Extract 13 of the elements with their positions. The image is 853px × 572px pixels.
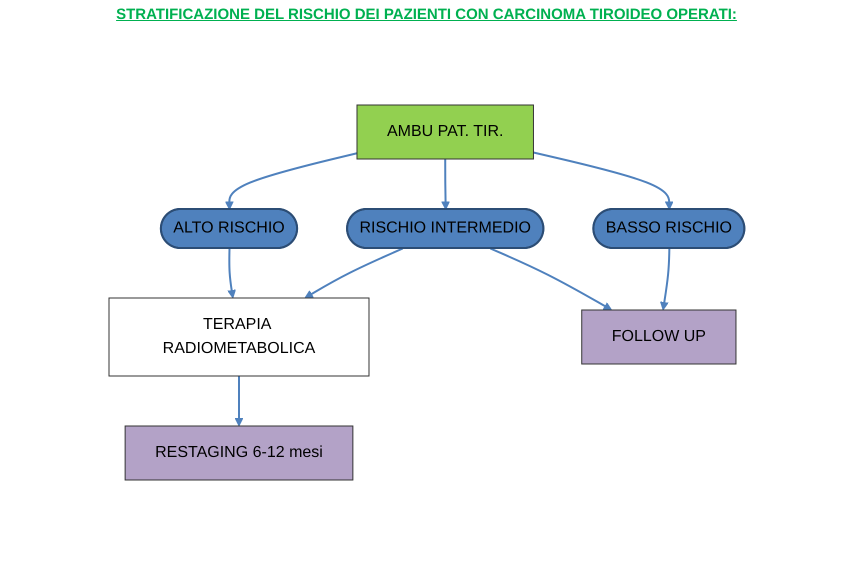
arrow [660,248,670,310]
arrow [533,152,674,210]
arrow [227,248,236,298]
diagram-title: STRATIFICAZIONE DEL RISCHIO DEI PAZIENTI CON CARCINOMA TIROIDEO OPERATI: [115,6,738,23]
arrow [441,159,450,210]
node-box: AMBU PAT. TIR. [356,104,534,160]
arrow [490,248,612,310]
node-box: TERAPIA RADIOMETABOLICA [108,298,370,376]
node-box: RESTAGING 6-12 mesi [124,426,354,480]
arrow [304,248,403,298]
node-box: FOLLOW UP [581,310,736,364]
arrow [234,376,244,426]
arrow [224,152,358,210]
